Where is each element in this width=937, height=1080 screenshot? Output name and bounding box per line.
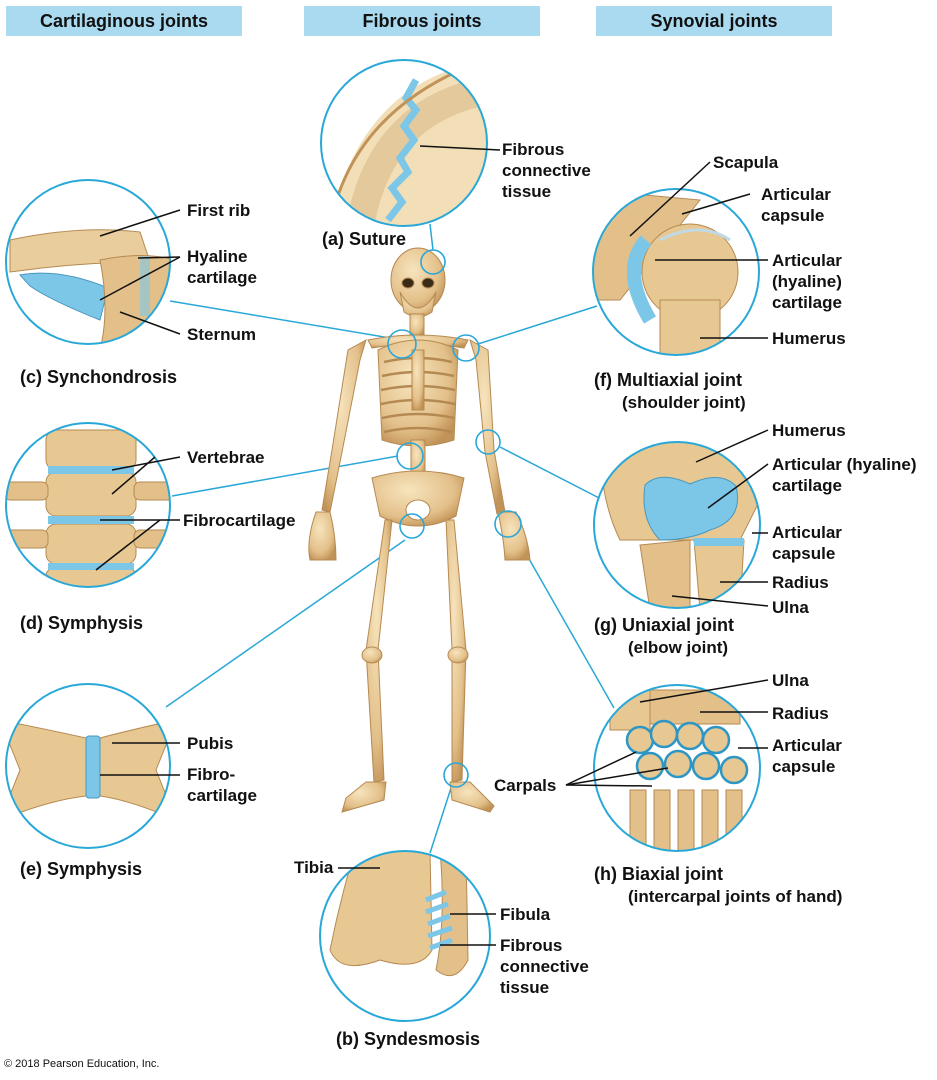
label-d-vertebrae: Vertebrae: [187, 448, 265, 467]
label-h-carpals: Carpals: [494, 776, 557, 795]
label-h-capsule-2: capsule: [772, 757, 836, 776]
caption-a: (a) Suture: [322, 229, 407, 249]
label-b-fibrous-3: tissue: [500, 978, 550, 997]
header-cartilaginous: Cartilaginous joints: [6, 6, 242, 36]
label-c-first-rib: First rib: [187, 201, 251, 220]
caption-c: (c) Synchondrosis: [20, 367, 178, 387]
label-f-scapula: Scapula: [713, 153, 779, 172]
header-synovial: Synovial joints: [596, 6, 832, 36]
copyright-notice: © 2018 Pearson Education, Inc.: [4, 1058, 160, 1070]
caption-f-line2: (shoulder joint): [622, 393, 746, 412]
vertebrae-illustration: [5, 422, 171, 588]
label-b-fibula: Fibula: [500, 905, 551, 924]
syndesmosis-illustration: [319, 850, 491, 1022]
label-f-humerus: Humerus: [772, 329, 846, 348]
label-h-capsule-1: Articular: [772, 736, 842, 755]
label-e-fibro-1: Fibro-: [187, 765, 236, 784]
synchondrosis-illustration: [5, 179, 171, 345]
caption-e: (e) Symphysis: [20, 859, 143, 879]
label-g-ulna: Ulna: [772, 598, 809, 617]
label-c-hyaline-2: cartilage: [187, 268, 257, 287]
header-fibrous: Fibrous joints: [304, 6, 540, 36]
label-b-fibrous-2: connective: [500, 957, 589, 976]
label-f-cart-1: Articular: [772, 251, 842, 270]
label-g-radius: Radius: [772, 573, 829, 592]
label-g-capsule-1: Articular: [772, 523, 842, 542]
label-e-fibro-2: cartilage: [187, 786, 257, 805]
label-g-cart-1: Articular (hyaline): [772, 455, 917, 474]
label-h-ulna: Ulna: [772, 671, 809, 690]
label-f-capsule-2: capsule: [761, 206, 825, 225]
caption-h-line2: (intercarpal joints of hand): [628, 887, 843, 906]
suture-illustration: [320, 59, 488, 227]
label-h-radius: Radius: [772, 704, 829, 723]
joint-markers: [387, 249, 522, 788]
label-e-pubis: Pubis: [187, 734, 234, 753]
skeleton-figure: [308, 247, 531, 813]
label-a-fibrous-1: Fibrous: [502, 140, 565, 159]
caption-f-line1: (f) Multiaxial joint: [594, 370, 742, 390]
callout-connectors: [165, 223, 615, 854]
caption-d: (d) Symphysis: [20, 613, 144, 633]
leader-lines: [95, 145, 769, 946]
caption-g-line1: (g) Uniaxial joint: [594, 615, 735, 635]
caption-g-line2: (elbow joint): [628, 638, 729, 657]
label-g-humerus: Humerus: [772, 421, 846, 440]
label-d-fibrocartilage: Fibrocartilage: [183, 511, 296, 530]
label-b-tibia: Tibia: [294, 858, 334, 877]
label-c-sternum: Sternum: [187, 325, 256, 344]
shoulder-illustration: [592, 188, 760, 356]
label-f-cart-3: cartilage: [772, 293, 842, 312]
label-g-cart-2: cartilage: [772, 476, 842, 495]
label-b-fibrous-1: Fibrous: [500, 936, 563, 955]
caption-b: (b) Syndesmosis: [336, 1029, 481, 1049]
label-c-hyaline-1: Hyaline: [187, 247, 248, 266]
caption-h-line1: (h) Biaxial joint: [594, 864, 724, 884]
label-a-fibrous-3: tissue: [502, 182, 552, 201]
pubic-symphysis-illustration: [5, 683, 171, 849]
wrist-illustration: [593, 684, 761, 852]
label-a-fibrous-2: connective: [502, 161, 591, 180]
label-f-cart-2: (hyaline): [772, 272, 842, 291]
label-f-capsule-1: Articular: [761, 185, 831, 204]
elbow-illustration: [593, 441, 761, 609]
label-g-capsule-2: capsule: [772, 544, 836, 563]
